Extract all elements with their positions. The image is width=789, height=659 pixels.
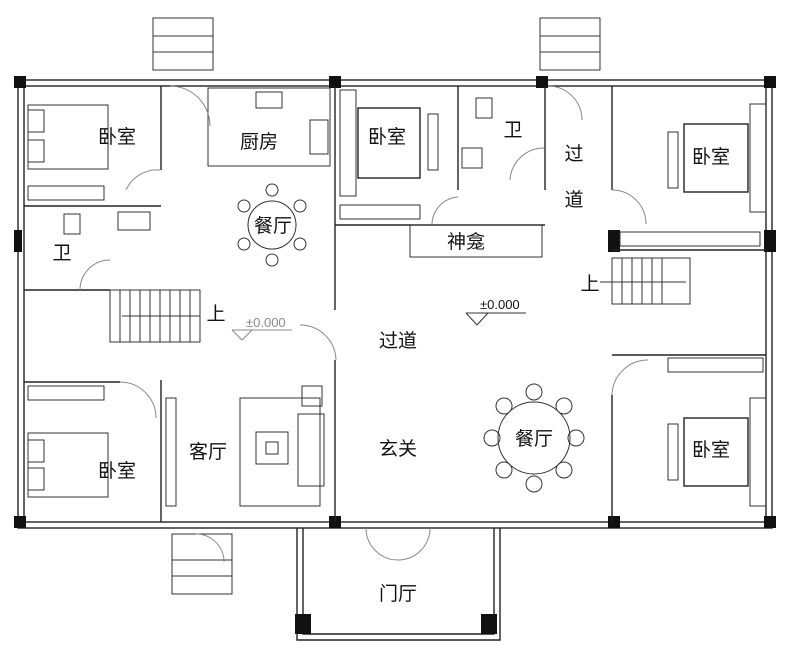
room-label-dining: 餐厅 bbox=[515, 428, 553, 450]
room-label-dining: 餐厅 bbox=[254, 215, 292, 237]
interior-walls bbox=[24, 86, 766, 522]
room-label-bathroom: 卫 bbox=[52, 242, 71, 264]
pillars bbox=[14, 76, 776, 634]
doors bbox=[79, 85, 649, 563]
room-label-bedroom: 卧室 bbox=[368, 126, 406, 148]
room-label-kitchen: 厨房 bbox=[240, 131, 278, 153]
room-label-bedroom: 卧室 bbox=[98, 460, 136, 482]
room-label-corridor-1: 过 bbox=[564, 143, 583, 165]
room-label-corridor-2: 道 bbox=[564, 189, 583, 211]
stair-up-label: 上 bbox=[580, 273, 599, 295]
level-markers bbox=[231, 312, 526, 341]
room-label-bathroom: 卫 bbox=[503, 119, 522, 141]
stair-up-label: 上 bbox=[206, 303, 225, 325]
stairs bbox=[109, 257, 691, 343]
furniture bbox=[27, 89, 767, 507]
room-label-bedroom: 卧室 bbox=[692, 439, 730, 461]
room-label-bedroom: 卧室 bbox=[98, 126, 136, 148]
exterior-walls bbox=[17, 17, 773, 641]
room-label-bedroom: 卧室 bbox=[692, 146, 730, 168]
level-label-left: ±0.000 bbox=[246, 315, 286, 330]
room-label-living-room: 客厅 bbox=[189, 441, 227, 463]
room-label-entrance-hall: 门厅 bbox=[379, 583, 417, 605]
room-label-corridor: 过道 bbox=[379, 330, 417, 352]
room-label-shrine: 神龛 bbox=[447, 231, 485, 253]
room-label-foyer: 玄关 bbox=[379, 438, 417, 460]
level-label-center: ±0.000 bbox=[480, 297, 520, 312]
